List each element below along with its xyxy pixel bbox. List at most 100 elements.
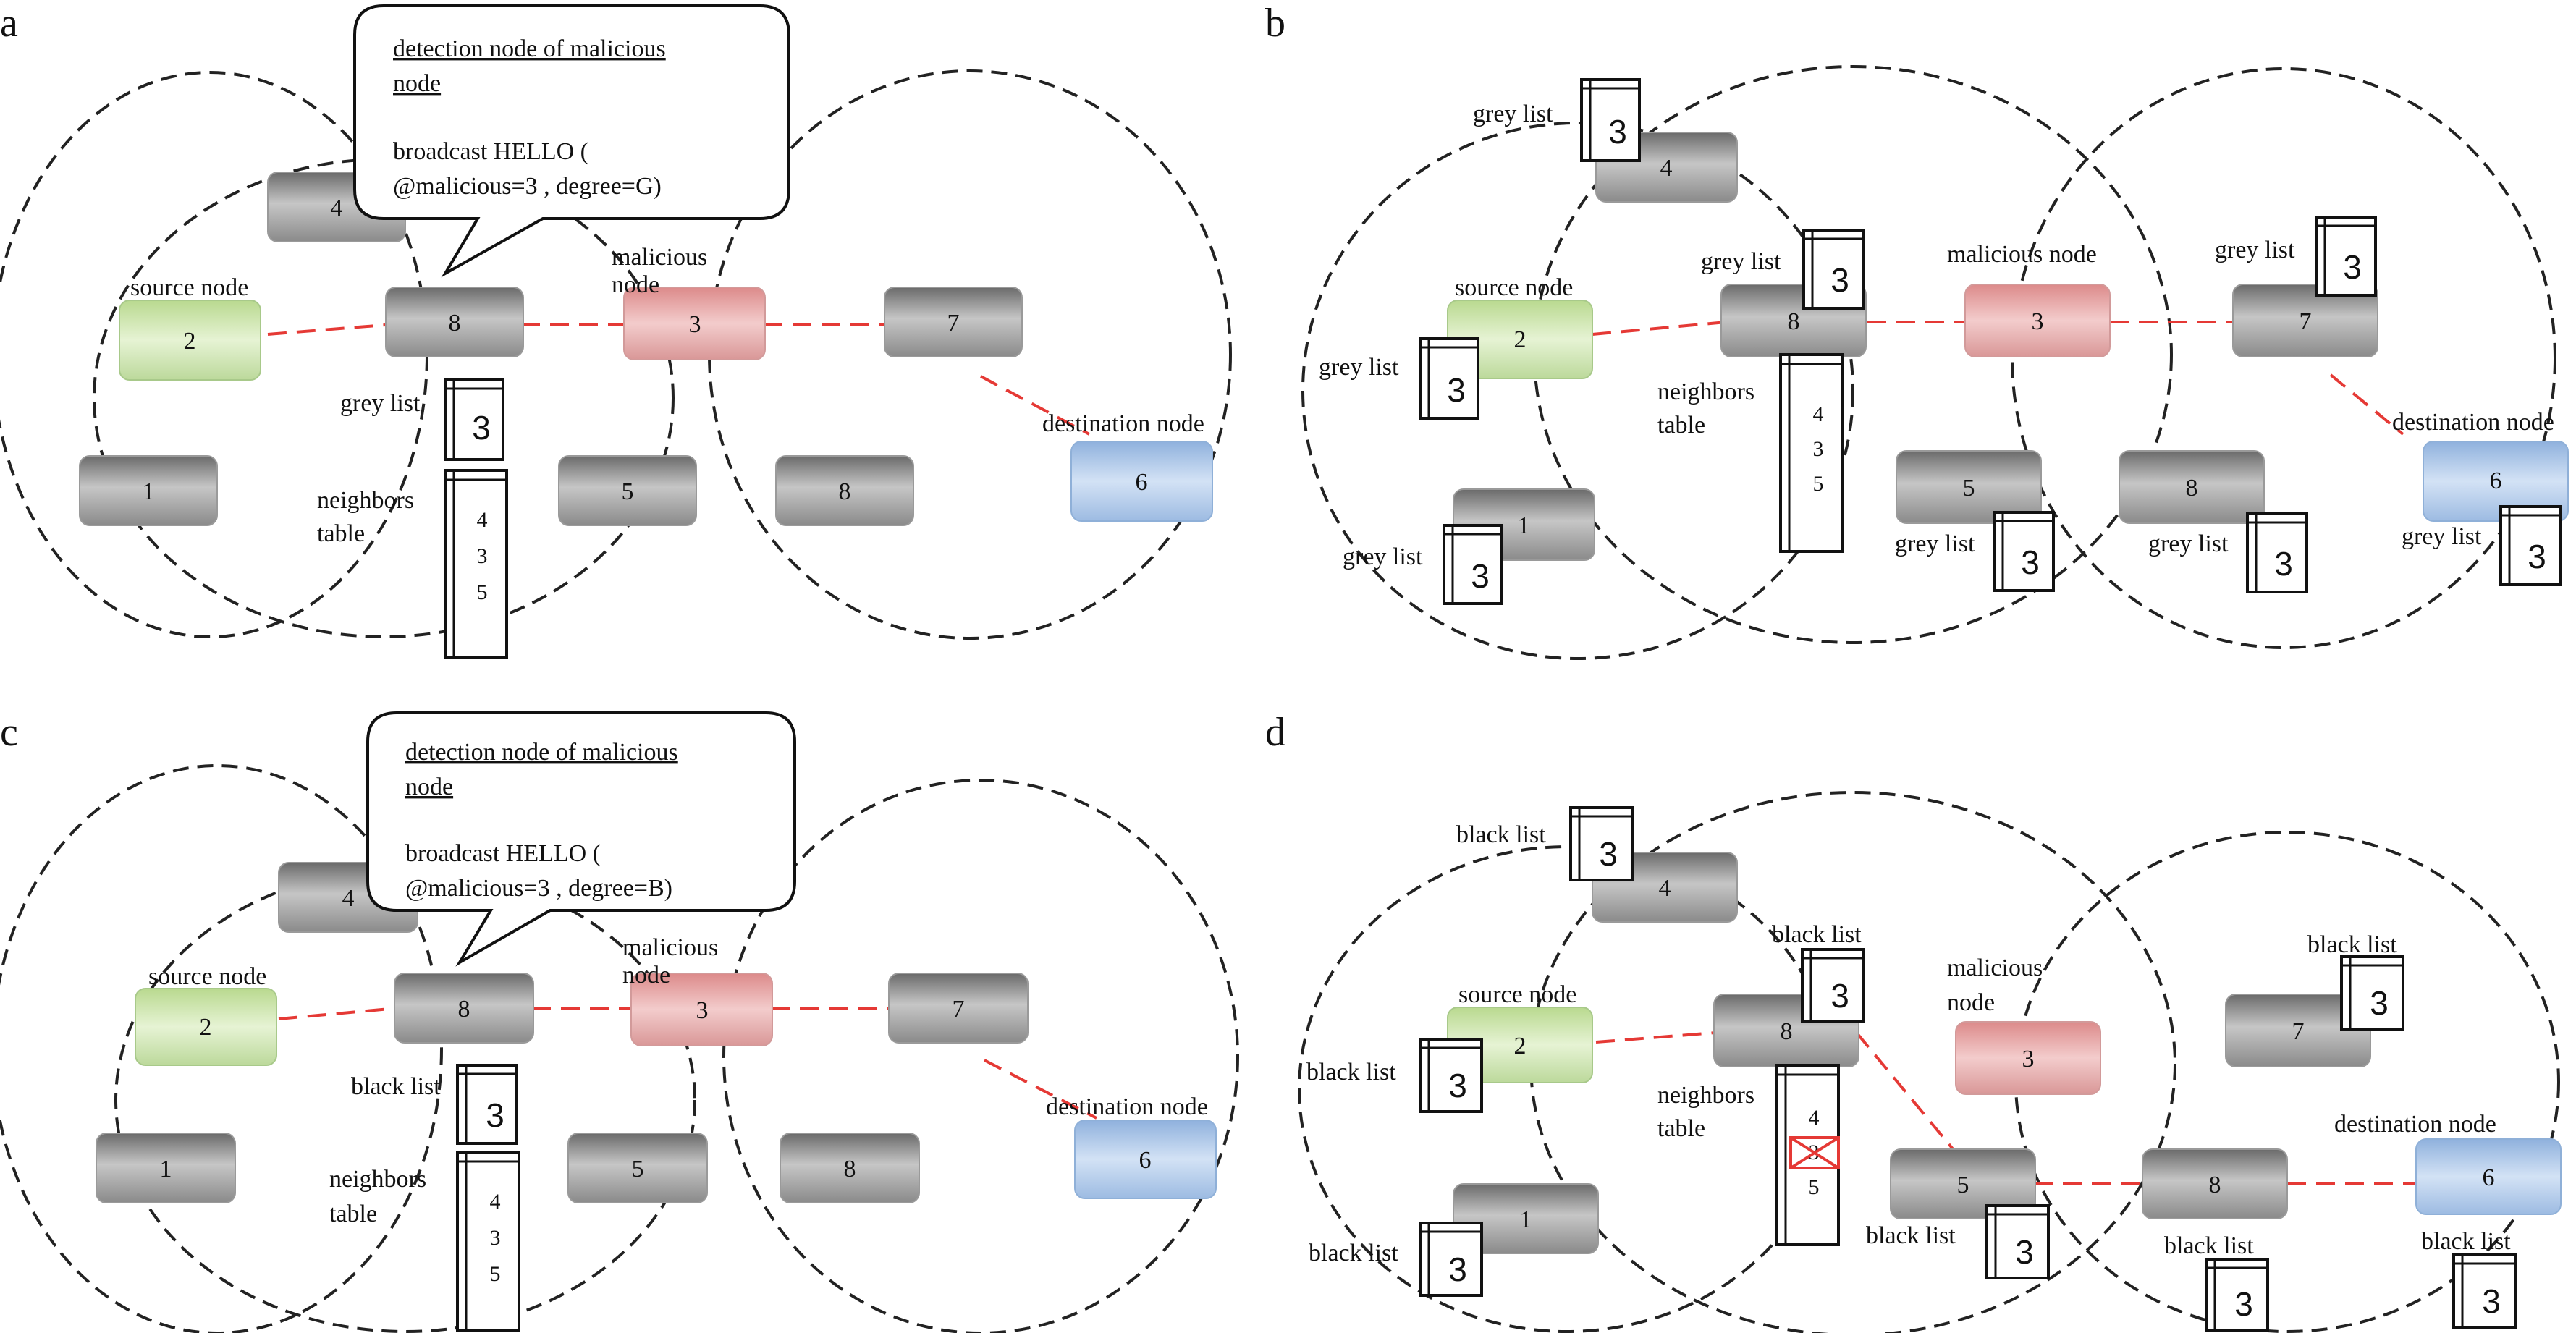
grey-list-label: grey list [1319, 354, 1399, 381]
neighbors-table: 4 3 5 [444, 469, 508, 659]
black-list-label: black list [2164, 1232, 2254, 1259]
grey-list-box: 3 [2499, 505, 2562, 586]
svg-text:3: 3 [2234, 1285, 2253, 1323]
black-list-label: black list [1866, 1222, 1956, 1249]
node-2-source: 2 [119, 300, 261, 381]
node-6-destination: 6 [1074, 1120, 1217, 1199]
label-black-list: black list [351, 1073, 441, 1100]
callout-title-1: detection node of malicious [405, 739, 678, 766]
grey-list-label: grey list [1701, 248, 1781, 275]
panel-b: b 4 2 8 3 7 [1265, 1, 2569, 660]
node-5: 5 [558, 455, 697, 526]
grey-list-box: 3 [2315, 216, 2377, 297]
node-5: 5 [1896, 450, 2042, 524]
callout-bubble: detection node of malicious node broadca… [366, 711, 796, 967]
svg-text:8: 8 [1788, 308, 1800, 335]
black-list-label: black list [1456, 821, 1546, 848]
svg-text:4: 4 [490, 1190, 501, 1214]
node-6-destination: 6 [2423, 441, 2569, 522]
black-list-label: black list [1772, 921, 1862, 948]
node-8b: 8 [775, 455, 914, 526]
svg-text:8: 8 [1781, 1018, 1793, 1045]
svg-text:3: 3 [2022, 1046, 2035, 1072]
svg-text:7: 7 [2300, 308, 2312, 335]
node-1: 1 [79, 455, 218, 526]
svg-text:8: 8 [2186, 475, 2198, 502]
label-malicious-node: malicious node [1947, 241, 2097, 268]
svg-text:4: 4 [1813, 402, 1824, 426]
range-circle [1529, 791, 2176, 1333]
black-list-box: 3 [2205, 1258, 2269, 1332]
svg-text:5: 5 [477, 580, 488, 604]
label-source-node: source node [1458, 981, 1576, 1008]
range-circle [722, 779, 1239, 1333]
label-table: table [329, 1201, 377, 1227]
label-malicious-node: malicious [1947, 955, 2043, 981]
svg-text:7: 7 [947, 310, 960, 337]
callout-bubble: detection node of malicious node broadca… [353, 4, 790, 278]
panel-letter: d [1265, 710, 1285, 755]
node-1: 1 [1453, 1183, 1599, 1254]
svg-text:3: 3 [2528, 538, 2546, 575]
black-list-box: 3 [1419, 1222, 1483, 1297]
svg-text:2: 2 [200, 1014, 212, 1041]
black-list-label: black list [2421, 1228, 2511, 1255]
range-circle [1301, 122, 1854, 660]
svg-text:1: 1 [1520, 1206, 1532, 1233]
node-8b: 8 [2119, 450, 2265, 524]
callout-body-2: @malicious=3 , degree=G) [393, 173, 662, 200]
svg-text:4: 4 [1659, 875, 1671, 902]
node-3-malicious: 3 [623, 287, 766, 360]
svg-text:3: 3 [2032, 308, 2044, 335]
svg-text:8: 8 [844, 1156, 856, 1182]
node-8b: 8 [780, 1133, 920, 1203]
label-source-node: source node [130, 274, 248, 301]
node-6-destination: 6 [1070, 441, 1213, 522]
grey-list-label: grey list [1895, 530, 1975, 557]
callout-title-2: node [393, 70, 441, 97]
svg-text:2: 2 [184, 328, 196, 355]
label-source-node: source node [1455, 274, 1573, 301]
callout-title-1: detection node of malicious [393, 35, 666, 62]
svg-text:3: 3 [486, 1096, 504, 1134]
svg-text:6: 6 [2490, 467, 2502, 494]
grey-list-label: grey list [2215, 237, 2295, 263]
label-table: table [317, 520, 365, 547]
svg-text:3: 3 [490, 1226, 501, 1250]
label-neighbors: neighbors [1657, 1082, 1754, 1109]
label-destination-node: destination node [2392, 409, 2554, 436]
range-circle [0, 764, 443, 1333]
svg-text:8: 8 [2209, 1172, 2221, 1198]
svg-text:6: 6 [2483, 1164, 2495, 1191]
range-circle [708, 69, 1232, 640]
route [1592, 321, 2404, 436]
black-list-box: 3 [2340, 955, 2404, 1031]
grey-list-label: grey list [2148, 530, 2229, 557]
range-circle [93, 158, 675, 638]
label-malicious-node-2: node [622, 962, 670, 989]
node-7: 7 [888, 973, 1029, 1044]
svg-text:5: 5 [622, 478, 634, 505]
route [267, 323, 1090, 436]
node-3-malicious: 3 [630, 973, 773, 1046]
black-list-label: black list [1309, 1240, 1398, 1266]
svg-text:7: 7 [953, 996, 965, 1023]
cross-out-icon [1789, 1136, 1840, 1169]
grey-list-box: 3 [1580, 78, 1641, 162]
grey-list-box: 3 [1419, 337, 1479, 420]
range-circle [2011, 67, 2556, 649]
grey-list-label: grey list [1343, 543, 1423, 570]
svg-text:3: 3 [2021, 543, 2040, 581]
node-1: 1 [96, 1133, 236, 1203]
svg-text:4: 4 [1809, 1106, 1820, 1130]
black-list-box: 3 [1419, 1038, 1483, 1113]
label-table: table [1657, 1115, 1705, 1142]
callout-body-1: broadcast HELLO ( [393, 138, 588, 165]
svg-text:3: 3 [1448, 1251, 1467, 1288]
node-3-malicious: 3 [1955, 1021, 2101, 1095]
svg-text:3: 3 [2015, 1233, 2034, 1271]
label-malicious-node-2: node [612, 271, 659, 298]
grey-list-box: 3 [2246, 512, 2308, 593]
svg-text:2: 2 [1514, 326, 1526, 353]
svg-text:4: 4 [1660, 155, 1673, 182]
